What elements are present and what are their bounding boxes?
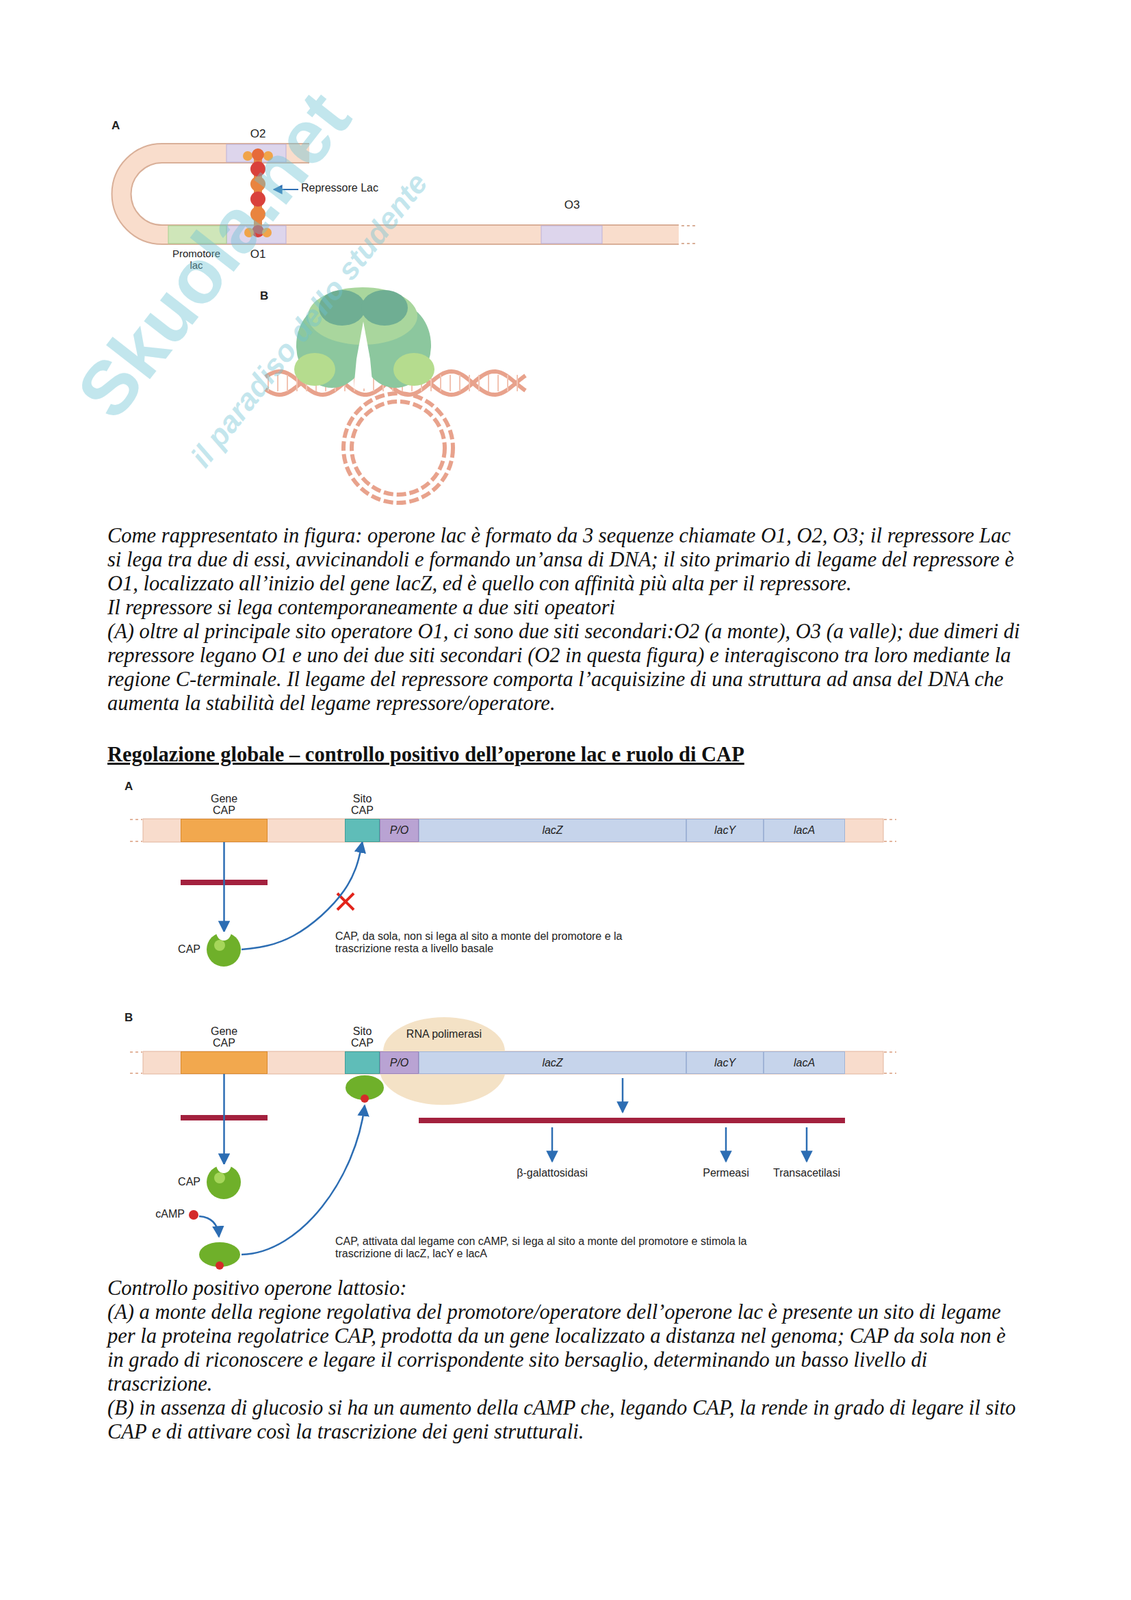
- mrna-bar: [418, 1118, 845, 1124]
- body-paragraph: (A) oltre al principale sito operatore O…: [107, 619, 1024, 716]
- gene-segment: Gene CAP: [180, 819, 268, 843]
- figure-label: CAP, da sola, non si lega al sito a mont…: [335, 930, 664, 956]
- repressor-structure: [294, 287, 435, 389]
- connector-arrow: [223, 1074, 226, 1165]
- segment-label: P/O: [390, 824, 410, 837]
- promoter-operator: P/O: [379, 819, 419, 843]
- segment-label: lacZ: [541, 1057, 563, 1070]
- body-paragraph: Come rappresentato in figura: operone la…: [107, 524, 1024, 596]
- binding-site: Sito CAP: [344, 1051, 380, 1075]
- body-paragraph: (A) a monte della regione regolativa del…: [107, 1300, 1024, 1397]
- binding-site: Sito CAP: [344, 819, 380, 843]
- lac-repressor: [242, 148, 273, 238]
- node-label: Sito CAP: [351, 793, 374, 817]
- figure-label: O2: [250, 127, 267, 141]
- dna-loop-ring: [343, 393, 453, 503]
- base-pair: [507, 374, 509, 392]
- base-pair: [449, 374, 451, 392]
- gene-segment: lacY: [686, 1051, 764, 1075]
- segment-label: lacA: [793, 824, 815, 837]
- dna-bar: [130, 819, 897, 843]
- gene-segment: lacZ: [418, 1051, 687, 1075]
- leader-arrow: [273, 188, 299, 191]
- segment-label: lacZ: [541, 824, 563, 837]
- gene-segment: lacA: [763, 1051, 845, 1075]
- rna-polymerase-lobe: [380, 1074, 505, 1105]
- body-paragraph: Controllo positivo operone lattosio:: [107, 1276, 1024, 1301]
- watermark: il paradiso dello studente: [184, 166, 436, 474]
- figure-label: cAMP: [155, 1208, 185, 1221]
- binding-arrow: [241, 1105, 365, 1255]
- translation-arrow: [725, 1127, 728, 1162]
- base-pair: [267, 374, 269, 392]
- segment-label: lacA: [793, 1057, 815, 1070]
- base-pair: [286, 374, 289, 392]
- gene-segment: lacY: [686, 819, 764, 843]
- dna-helix: [265, 371, 526, 503]
- bound-cap: [345, 1075, 384, 1103]
- body-paragraph: (B) in assenza di glucosio si ha un aume…: [107, 1396, 1024, 1445]
- figure-label: CAP, attivata dal legame con cAMP, si le…: [335, 1235, 774, 1261]
- panel-letter: B: [260, 289, 269, 304]
- section-heading: Regolazione globale – controllo positivo…: [107, 743, 1024, 767]
- panel-letter: A: [111, 119, 120, 133]
- figure-label: Promotore lac: [172, 247, 221, 272]
- figure-label: β-galattosidasi: [516, 1167, 588, 1180]
- gene-segment: lacA: [763, 819, 845, 843]
- node-label: CAP: [177, 1176, 201, 1189]
- promoter-operator: P/O: [379, 1051, 419, 1075]
- segment-label: lacY: [714, 1057, 736, 1070]
- base-pair: [468, 374, 471, 392]
- base-pair: [478, 374, 480, 392]
- base-pair: [497, 374, 499, 392]
- cap-protein: CAP: [205, 1164, 242, 1201]
- figure-label: Permeasi: [702, 1167, 750, 1180]
- base-pair: [277, 374, 279, 392]
- rna-polymerase: RNA polimerasi: [383, 1017, 505, 1052]
- connector-arrow: [223, 842, 226, 932]
- segment-label: P/O: [390, 1057, 410, 1070]
- activated-cap: [199, 1242, 241, 1270]
- cap-shape: [205, 931, 242, 968]
- binding-arrow: [199, 1216, 219, 1238]
- base-pair: [439, 374, 442, 392]
- cap-protein: CAP: [205, 931, 242, 968]
- camp-dot: [188, 1210, 199, 1220]
- panel-letter: B: [124, 1011, 133, 1025]
- panel-letter: A: [124, 780, 133, 794]
- node-label: Sito CAP: [351, 1025, 374, 1050]
- dna-loop: [121, 144, 696, 244]
- figure-label: O3: [564, 198, 581, 213]
- translation-arrow: [551, 1127, 554, 1162]
- translation-arrow: [806, 1127, 809, 1162]
- base-pair: [459, 374, 461, 392]
- body-paragraph: Il repressore si lega contemporaneamente…: [107, 595, 1024, 620]
- text-column: Come rappresentato in figura: operone la…: [107, 524, 1024, 767]
- base-pair: [516, 374, 518, 392]
- text-column: Controllo positivo operone lattosio:(A) …: [107, 1276, 1024, 1445]
- node-label: Gene CAP: [210, 1025, 238, 1050]
- gene-segment: Gene CAP: [180, 1051, 268, 1075]
- figure-label: Transacetilasi: [773, 1167, 841, 1180]
- node-label: Gene CAP: [210, 793, 238, 817]
- dna-loop-ring: [351, 401, 445, 495]
- segment-label: RNA polimerasi: [406, 1028, 482, 1041]
- base-pair: [487, 374, 490, 392]
- segment-label: lacY: [714, 824, 736, 837]
- figure-label: Repressore Lac: [301, 182, 379, 195]
- gene-segment: lacZ: [418, 819, 687, 843]
- dna-bar: [130, 1051, 897, 1075]
- cap-shape: [205, 1164, 242, 1201]
- transcription-arrow: [621, 1078, 624, 1113]
- node-label: CAP: [177, 943, 201, 956]
- figure-label: O1: [250, 247, 267, 262]
